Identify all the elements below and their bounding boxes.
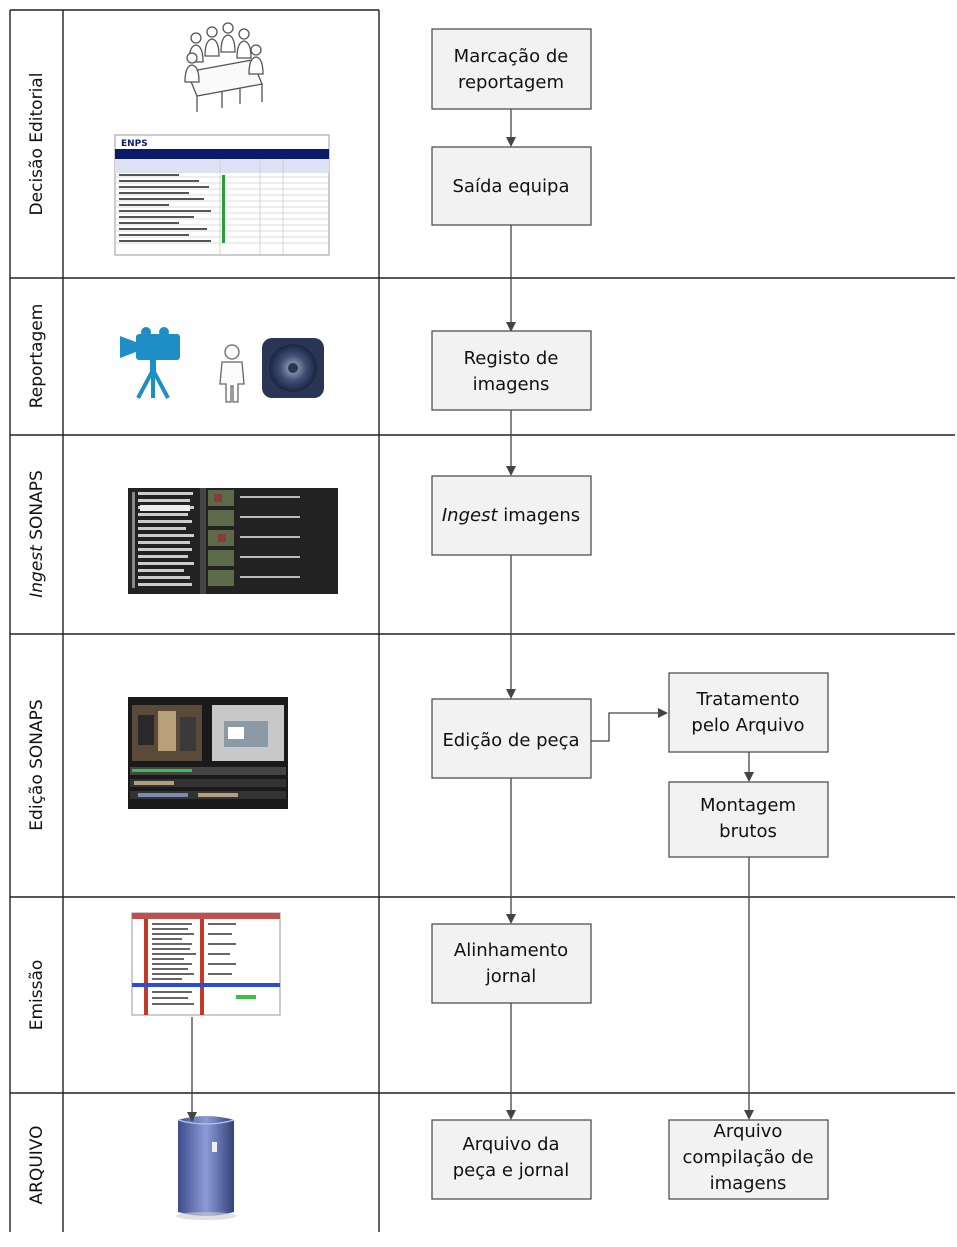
swimlane-grid xyxy=(9,9,955,1232)
svg-text:Edição de peça: Edição de peça xyxy=(442,730,579,751)
flow-connectors xyxy=(187,109,754,1122)
video-camera-icon xyxy=(120,327,180,399)
svg-text:Arquivo da: Arquivo da xyxy=(462,1134,559,1155)
box-marcacao: Marcação de reportagem xyxy=(431,28,592,110)
box-ingest: Ingest imagens xyxy=(431,475,592,556)
svg-text:Arquivo: Arquivo xyxy=(714,1121,783,1142)
edicao-screenshot xyxy=(128,697,288,809)
svg-text:reportagem: reportagem xyxy=(458,72,564,93)
svg-text:Ingest imagens: Ingest imagens xyxy=(442,505,580,526)
svg-text:peça e jornal: peça e jornal xyxy=(453,1160,569,1181)
svg-text:pelo Arquivo: pelo Arquivo xyxy=(691,715,804,736)
svg-text:Marcação de: Marcação de xyxy=(454,46,569,67)
lane-label-arquivo: ARQUIVO xyxy=(27,1126,47,1205)
lane-label-emissao: Emissão xyxy=(27,960,47,1031)
box-edicao: Edição de peça xyxy=(431,698,592,779)
box-tratamento: Tratamento pelo Arquivo xyxy=(668,672,829,753)
svg-text:brutos: brutos xyxy=(719,821,777,842)
box-alinhamento: Alinhamento jornal xyxy=(431,923,592,1004)
svg-text:Alinhamento: Alinhamento xyxy=(454,940,568,961)
lane-label-ingest-sonaps: Ingest SONAPS xyxy=(27,470,47,598)
server-icon xyxy=(176,1116,236,1220)
meeting-icon xyxy=(184,22,264,112)
box-arquivo-peca: Arquivo da peça e jornal xyxy=(431,1119,592,1200)
svg-text:jornal: jornal xyxy=(485,966,537,987)
svg-text:Saída equipa: Saída equipa xyxy=(453,176,570,197)
emissao-screenshot xyxy=(131,912,281,1016)
svg-text:Registo de: Registo de xyxy=(464,348,559,369)
svg-text:Montagem: Montagem xyxy=(700,795,796,816)
box-montagem: Montagem brutos xyxy=(668,781,829,858)
svg-text:Tratamento: Tratamento xyxy=(696,689,800,710)
ingest-screenshot xyxy=(128,488,338,594)
svg-text:compilação de: compilação de xyxy=(682,1147,813,1168)
person-icon xyxy=(219,344,245,403)
enps-screenshot: ENPS xyxy=(114,134,330,256)
optical-disc-icon xyxy=(262,338,324,398)
enps-logo: ENPS xyxy=(121,139,148,149)
lane-label-decisao-editorial: Decisão Editorial xyxy=(27,73,47,216)
box-saida-equipa: Saída equipa xyxy=(431,146,592,226)
svg-text:imagens: imagens xyxy=(473,374,550,395)
box-arquivo-compilacao: Arquivo compilação de imagens xyxy=(668,1119,829,1200)
svg-text:imagens: imagens xyxy=(710,1173,787,1194)
lane-label-reportagem: Reportagem xyxy=(27,304,47,409)
lane-label-edicao-sonaps: Edição SONAPS xyxy=(27,699,47,830)
box-registo: Registo de imagens xyxy=(431,330,592,411)
